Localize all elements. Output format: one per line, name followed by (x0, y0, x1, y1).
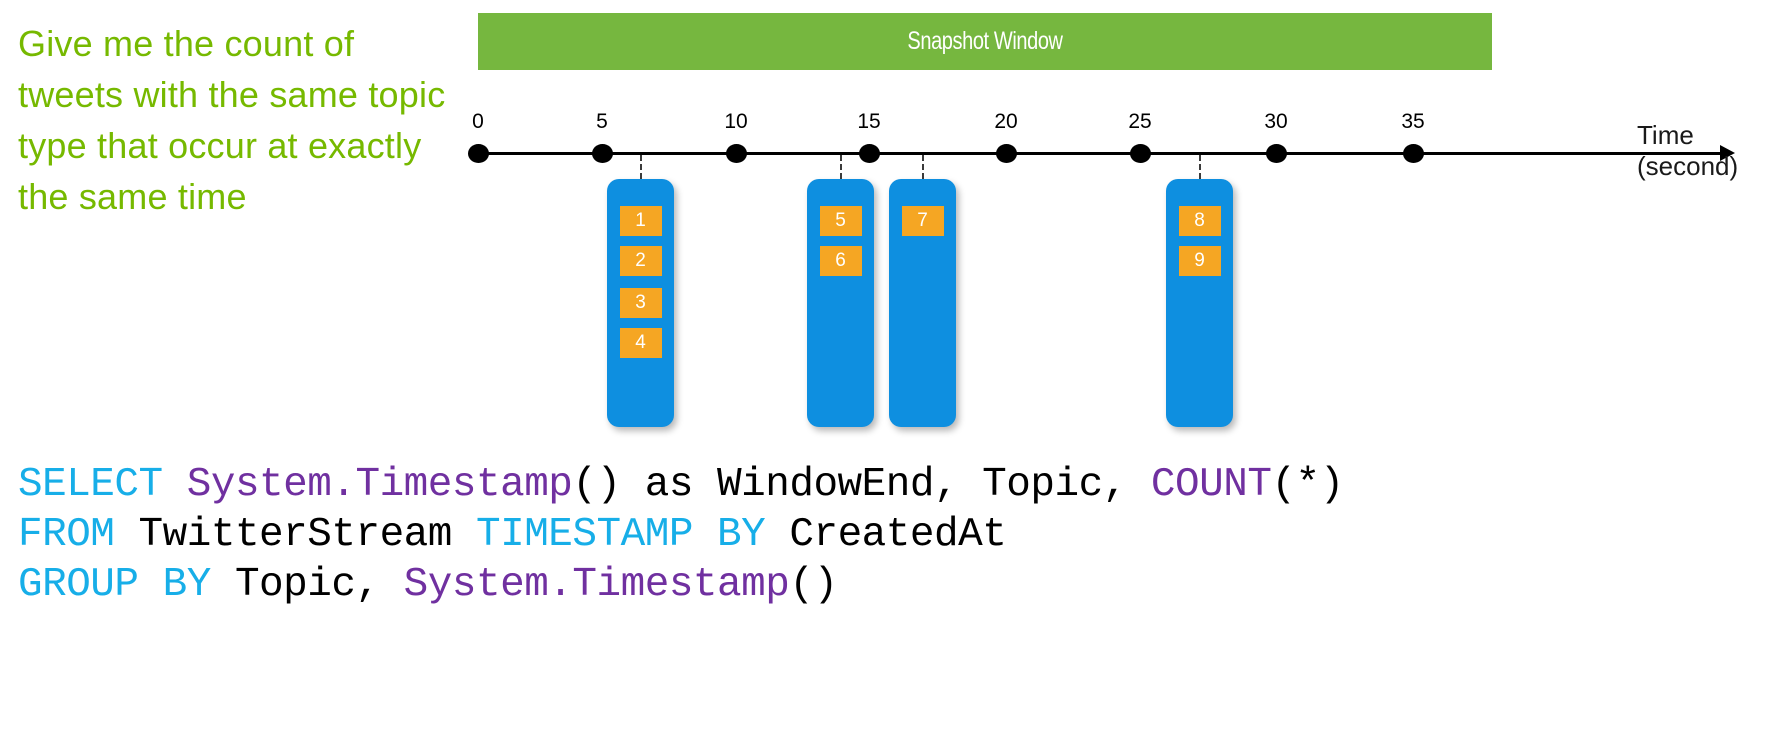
event-item[interactable]: 4 (619, 328, 662, 358)
event-block[interactable]: 7 (889, 179, 956, 427)
time-tick-label-10: 10 (724, 110, 748, 133)
sql-token: SELECT (18, 462, 187, 508)
time-tick-dot-15 (859, 144, 880, 163)
time-axis-title-line2: (second) (1637, 151, 1739, 181)
event-item[interactable]: 9 (1178, 246, 1221, 276)
time-tick-dot-10 (726, 144, 747, 163)
sql-token: () as WindowEnd, Topic, (572, 462, 1151, 508)
sql-token: System.Timestamp (186, 462, 573, 508)
sql-token: () (789, 562, 838, 608)
time-axis-title: Time (second) (1637, 120, 1738, 182)
connector-line-block-4 (1199, 155, 1201, 179)
event-item[interactable]: 2 (619, 246, 662, 276)
sql-token: FROM (18, 512, 139, 558)
time-tick-dot-20 (996, 144, 1017, 163)
sql-token: GROUP BY (18, 562, 235, 608)
time-axis-arrow-icon (1720, 145, 1735, 161)
sql-line-2: FROM TwitterStream TIMESTAMP BY CreatedA… (18, 510, 1344, 560)
time-tick-dot-35 (1403, 144, 1424, 163)
prompt-question-text: Give me the count of tweets with the sam… (18, 23, 456, 217)
sql-query-code: SELECT System.Timestamp() as WindowEnd, … (18, 460, 1344, 610)
time-tick-label-35: 35 (1401, 110, 1425, 133)
time-tick-label-0: 0 (472, 110, 484, 133)
event-item[interactable]: 1 (619, 206, 662, 236)
time-tick-label-30: 30 (1264, 110, 1288, 133)
time-tick-dot-25 (1130, 144, 1151, 163)
sql-token: (*) (1271, 462, 1344, 508)
time-tick-dot-0 (468, 144, 489, 163)
connector-line-block-2 (840, 155, 842, 179)
connector-line-block-1 (640, 155, 642, 179)
snapshot-window-banner: Snapshot Window (478, 13, 1492, 70)
sql-token: TIMESTAMP BY (476, 512, 790, 558)
sql-token: Topic, (234, 562, 404, 608)
time-tick-label-15: 15 (857, 110, 881, 133)
event-item[interactable]: 5 (819, 206, 862, 236)
event-item[interactable]: 3 (619, 288, 662, 318)
time-tick-label-5: 5 (596, 110, 608, 133)
connector-line-block-3 (922, 155, 924, 179)
time-axis-title-line1: Time (1637, 120, 1694, 150)
sql-line-3: GROUP BY Topic, System.Timestamp() (18, 560, 1344, 610)
event-item[interactable]: 8 (1178, 206, 1221, 236)
time-axis-line (478, 152, 1723, 155)
sql-token: COUNT (1150, 462, 1272, 508)
event-item[interactable]: 6 (819, 246, 862, 276)
time-tick-dot-5 (592, 144, 613, 163)
time-tick-label-25: 25 (1128, 110, 1152, 133)
sql-line-1: SELECT System.Timestamp() as WindowEnd, … (18, 460, 1344, 510)
sql-token: System.Timestamp (403, 562, 790, 608)
event-block[interactable]: 1 2 3 4 (607, 179, 674, 427)
snapshot-window-label: Snapshot Window (907, 27, 1063, 55)
event-item[interactable]: 7 (901, 206, 944, 236)
sql-token: CreatedAt (789, 512, 1007, 558)
sql-token: TwitterStream (138, 512, 476, 558)
time-tick-dot-30 (1266, 144, 1287, 163)
time-tick-label-20: 20 (994, 110, 1018, 133)
